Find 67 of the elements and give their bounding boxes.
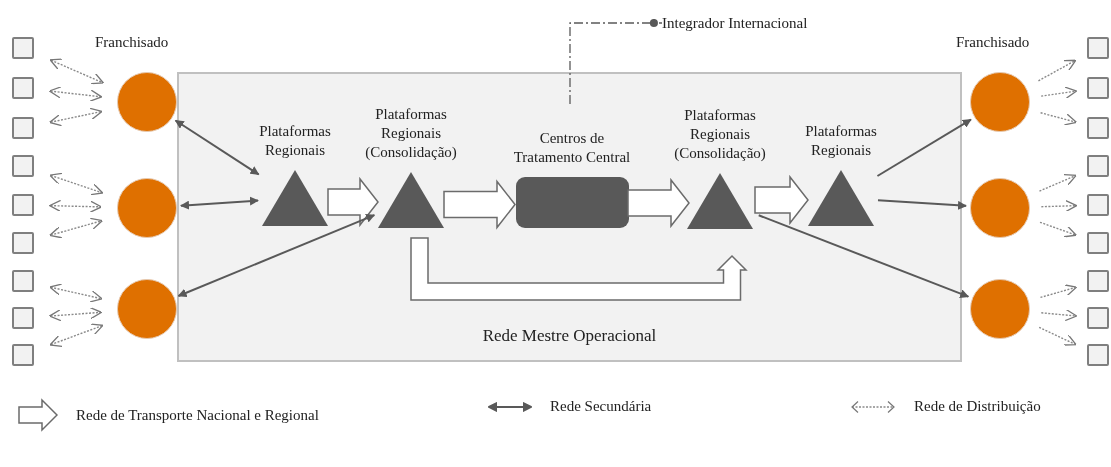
franchisee-circle [970,279,1030,339]
arrow [177,214,376,298]
network-panel [177,72,962,362]
node-label: Plataformas Regionais [804,122,878,160]
block-arrow [754,174,809,226]
arrow [49,172,104,196]
arrow [1039,284,1078,299]
customer-square [1087,155,1109,177]
panel-title: Rede Mestre Operacional [481,326,658,346]
arrow [49,107,103,127]
node-label: Integrador Internacional [662,12,808,34]
arrow [48,199,103,213]
customer-square [1087,77,1109,99]
legend-label: Rede Secundária [550,398,652,415]
block-arrow [327,176,379,228]
customer-square [12,194,34,216]
block-arrow [443,179,516,230]
arrow [1038,174,1077,192]
customer-square [12,270,34,292]
arrow [49,323,104,347]
arrow [1039,221,1077,238]
arrow [179,196,259,210]
customer-square [1087,37,1109,59]
legend-label: Rede de Distribuição [914,398,1041,415]
column-heading: Franchisado [956,34,1030,51]
node-label: Plataformas Regionais (Consolidação) [673,106,767,163]
franchisee-circle [970,72,1030,132]
customer-square [12,37,34,59]
arrow [1040,308,1078,322]
arrow [49,283,103,303]
customer-square [1087,270,1109,292]
customer-square [1087,232,1109,254]
customer-square [12,155,34,177]
franchisee-circle [970,178,1030,238]
block-arrow [410,237,748,301]
arrow [49,217,103,239]
franchisee-circle [117,178,177,238]
arrow [1037,59,1077,82]
customer-square [1087,307,1109,329]
arrow [174,119,260,176]
arrow [877,199,968,210]
dash-dot-line [569,18,663,105]
customer-square [12,232,34,254]
customer-square [1087,194,1109,216]
customer-square [12,77,34,99]
column-heading: Franchisado [95,34,169,51]
legend-label: Rede de Transporte Nacional e Regional [76,406,319,424]
customer-square [1087,344,1109,366]
customer-square [12,117,34,139]
arrow [48,86,103,102]
arrow [1040,199,1078,213]
customer-square [12,344,34,366]
block-arrow [627,177,690,229]
franchisee-circle [117,279,177,339]
arrow [876,118,972,177]
franchisee-circle [117,72,177,132]
node-label: Plataformas Regionais [258,122,332,160]
arrow [1038,326,1077,346]
customer-square [1087,117,1109,139]
arrow [1039,112,1078,126]
node-label: Centros de Tratamento Central [512,129,632,167]
arrow [757,214,970,298]
arrow [1040,86,1078,99]
arrow [49,58,105,85]
node-label: Plataformas Regionais (Consolidação) [364,105,458,162]
customer-square [12,307,34,329]
arrow [48,306,103,322]
